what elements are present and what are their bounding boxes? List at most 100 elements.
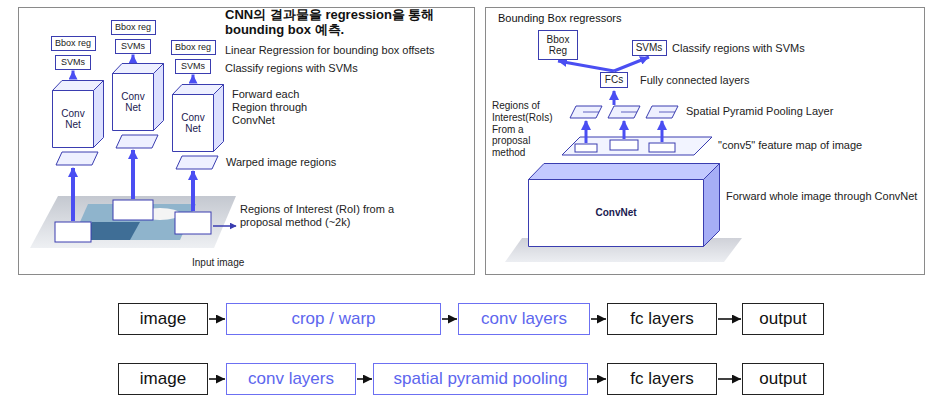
node-text: Conv Net [115, 91, 151, 114]
connector-arrow [558, 61, 614, 71]
spp-grid [659, 112, 675, 113]
cube-side [154, 64, 164, 131]
annotation-label: Forward whole image through ConvNet [726, 190, 918, 203]
annotation-label: Classify regions with SVMs [225, 62, 358, 75]
node-text: output [759, 369, 806, 389]
warped-region [116, 135, 158, 148]
classifier-box: Bbox Reg [538, 30, 578, 60]
classifier-box: FCs [600, 72, 628, 88]
convnet-cube: ConvNet [528, 163, 720, 247]
node-text: Bbox Reg [542, 34, 574, 57]
cube-label-area: Conv Net [172, 94, 214, 152]
connector-arrow [442, 318, 457, 320]
roi-arrow [131, 150, 135, 199]
convnet-cube: Conv Net [52, 80, 104, 148]
node-text: image [140, 309, 186, 329]
classifier-box: SVMs [115, 39, 151, 54]
roi-arrow [191, 171, 195, 211]
node-text: image [140, 369, 186, 389]
node-text: Conv Net [175, 112, 211, 135]
cube-side [704, 164, 720, 247]
connector-arrow [132, 55, 135, 63]
spp-bin [570, 106, 602, 118]
cube-label-area: ConvNet [528, 179, 704, 247]
node-text: Conv Net [55, 108, 91, 131]
node-text: fc layers [630, 369, 693, 389]
annotation-label: Forward each Region through ConvNet [232, 88, 327, 127]
feature-roi [575, 144, 597, 152]
panel-heading: Bounding Box regressors [498, 12, 698, 25]
annotation-label: Classify regions with SVMs [672, 42, 805, 55]
connector-arrow [72, 71, 75, 80]
pipeline-step: conv layers [226, 363, 356, 395]
connector-arrow [718, 318, 741, 320]
annotation-label: "conv5" feature map of image [718, 139, 862, 152]
node-text: SVMs [636, 42, 663, 54]
spp-grid [621, 112, 637, 113]
cube-front [53, 91, 94, 148]
node-text: Bbox reg [55, 38, 91, 48]
spp-grid [583, 112, 599, 113]
connector-arrow [718, 378, 741, 380]
pointer-arrow [213, 225, 236, 227]
roi-box [113, 200, 153, 220]
cube-front [173, 95, 214, 152]
connector-arrow [209, 378, 225, 380]
cube-front [113, 74, 154, 131]
node-text: Bbox reg [115, 22, 151, 32]
cube-label-area: Conv Net [52, 90, 94, 148]
panel-heading: CNN의 결과물을 regression을 통해 bounding box 예측… [225, 8, 470, 38]
node-text: Bbox reg [175, 42, 211, 52]
node-text: conv layers [248, 369, 334, 389]
annotation-label: Regions of Interest (RoI) from a proposa… [240, 203, 405, 229]
pooling-arrow [661, 121, 664, 142]
warped-region [176, 156, 218, 169]
node-text: conv layers [481, 309, 567, 329]
connector-arrow [591, 318, 606, 320]
classifier-box: Bbox reg [111, 20, 156, 35]
pipeline-step: fc layers [607, 363, 717, 395]
classifier-box: SVMs [55, 55, 91, 70]
classifier-box: SVMs [175, 59, 211, 74]
cube-label-area: Conv Net [112, 73, 154, 131]
spp-to-fc-arrow [613, 91, 616, 105]
feature-roi [649, 143, 675, 152]
cube-top [529, 164, 720, 180]
pooling-arrow [623, 121, 626, 139]
cube-shape [528, 163, 720, 247]
roi-box [55, 222, 91, 242]
pipeline-step: output [742, 363, 824, 395]
cube-front [529, 180, 704, 247]
convnet-cube: Conv Net [112, 63, 164, 131]
pipeline-step: output [742, 303, 824, 335]
node-text: FCs [605, 74, 623, 86]
node-text: spatial pyramid pooling [394, 369, 568, 389]
classifier-box: SVMs [632, 40, 667, 56]
node-text: SVMs [61, 57, 85, 67]
pipeline-step: crop / warp [226, 303, 441, 335]
node-text: crop / warp [291, 309, 375, 329]
spp-bin [646, 106, 678, 118]
roi-box [175, 212, 211, 234]
annotation-label: Warped image regions [226, 156, 336, 169]
connector-arrow [589, 378, 606, 380]
node-text: SVMs [181, 61, 205, 71]
cube-side [214, 85, 224, 152]
node-text: ConvNet [595, 207, 636, 219]
pipeline-step: image [118, 303, 208, 335]
input-image-plane [30, 196, 236, 248]
annotation-label: Regions of Interest(RoIs) From a proposa… [492, 100, 558, 159]
pipeline-step: image [118, 363, 208, 395]
warped-region [56, 152, 98, 165]
annotation-label: Fully connected layers [640, 74, 749, 87]
node-text: fc layers [630, 309, 693, 329]
annotation-label: Spatial Pyramid Pooling Layer [686, 105, 833, 118]
pipeline-step: fc layers [607, 303, 717, 335]
annotation-label: Linear Regression for bounding box offse… [225, 44, 435, 57]
pipeline-step: spatial pyramid pooling [373, 363, 588, 395]
spp-bin [608, 106, 640, 118]
connector-arrow [209, 318, 225, 320]
